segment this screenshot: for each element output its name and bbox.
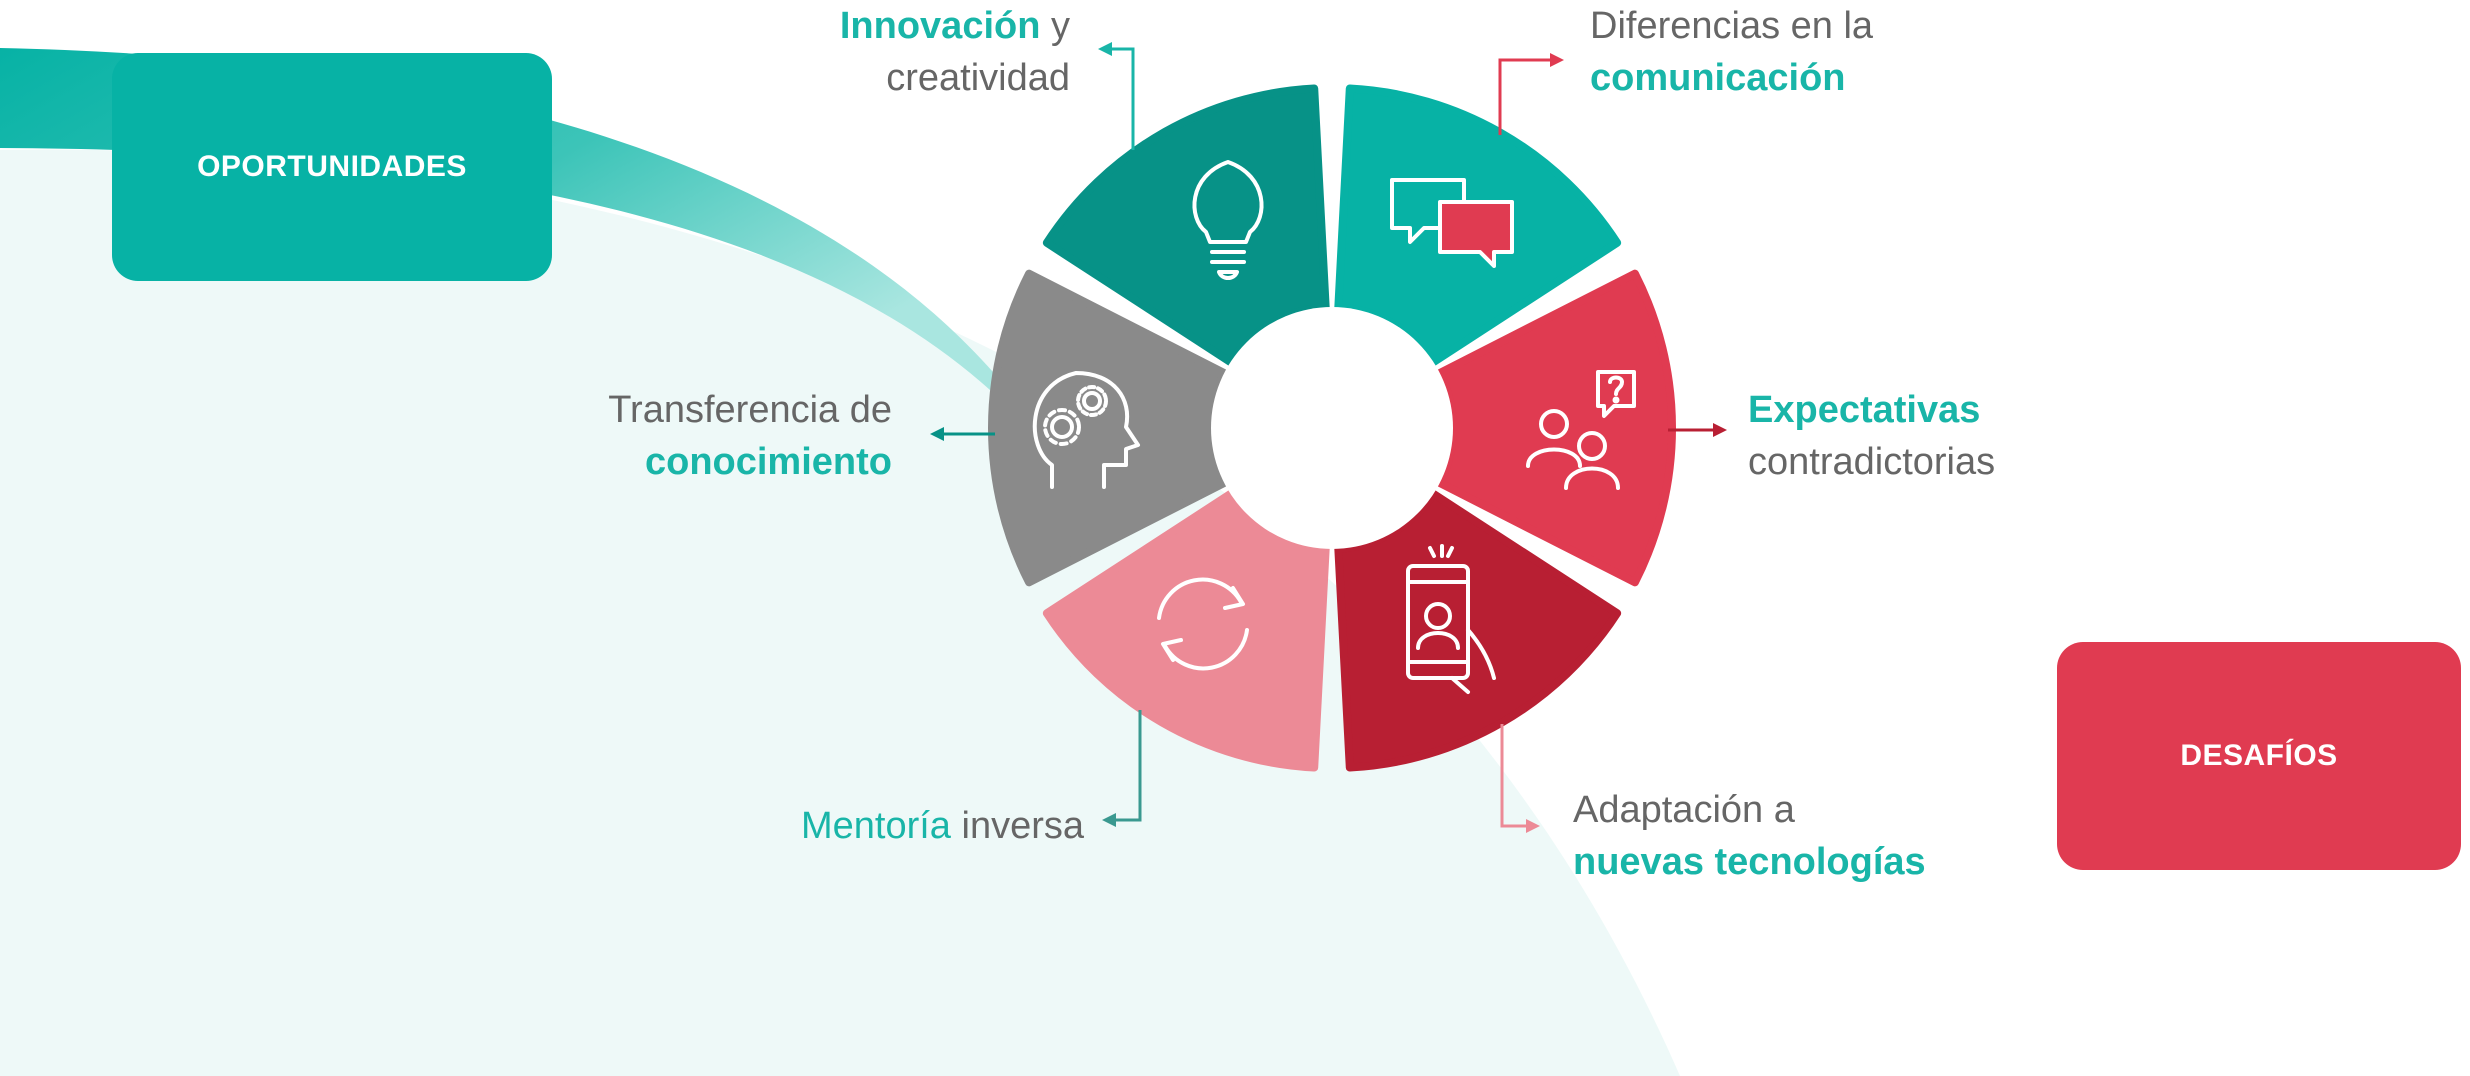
- refresh-cycle-icon: [1157, 577, 1249, 671]
- chat-bubbles-icon: [1390, 178, 1514, 268]
- opportunities-title: OPORTUNIDADES: [197, 150, 467, 183]
- connector-innovacion: [1098, 42, 1135, 150]
- connector-conocimiento: [930, 427, 995, 441]
- connector-comunicacion: [1498, 53, 1564, 135]
- label-mentoria: Mentoría inversa: [801, 800, 1084, 852]
- label-innovacion-line2: creatividad: [886, 57, 1070, 99]
- label-tecnologias-highlight: nuevas tecnologías: [1573, 841, 1926, 883]
- label-innovacion: Innovación y creatividad: [840, 0, 1070, 104]
- lightbulb-icon: [1192, 160, 1264, 280]
- label-conocimiento: Transferencia de conocimiento: [608, 384, 892, 488]
- connector-expectativas: [1668, 423, 1727, 437]
- label-tecnologias: Adaptación a nuevas tecnologías: [1573, 784, 1926, 888]
- connector-mentoria: [1102, 710, 1142, 827]
- label-conocimiento-line1: Transferencia de: [608, 389, 892, 431]
- label-tecnologias-line1: Adaptación a: [1573, 789, 1795, 831]
- people-question-icon: [1526, 370, 1636, 490]
- label-mentoria-rest: inversa: [950, 805, 1084, 847]
- label-mentoria-highlight: Mentoría: [800, 805, 951, 847]
- label-comunicacion-line1: Diferencias en la: [1590, 5, 1874, 47]
- challenges-title: DESAFÍOS: [2180, 739, 2338, 772]
- opportunities-area: [0, 149, 1680, 1076]
- label-expectativas-highlight: Expectativas: [1748, 389, 1981, 431]
- label-expectativas: Expectativas contradictorias: [1748, 384, 1995, 488]
- smartphone-user-icon: [1406, 544, 1496, 694]
- head-gears-icon: [1032, 371, 1140, 489]
- opportunities-box: OPORTUNIDADES: [112, 53, 552, 281]
- label-innovacion-rest: y: [1040, 5, 1070, 47]
- label-comunicacion-highlight: comunicación: [1590, 57, 1846, 99]
- challenges-box: DESAFÍOS: [2057, 642, 2461, 870]
- label-expectativas-line2: contradictorias: [1748, 441, 1996, 483]
- label-innovacion-highlight: Innovación: [839, 5, 1041, 47]
- label-conocimiento-highlight: conocimiento: [644, 441, 892, 483]
- wheel-center: [1211, 307, 1453, 549]
- connector-tecnologias: [1500, 724, 1540, 833]
- label-comunicacion: Diferencias en la comunicación: [1590, 0, 1873, 104]
